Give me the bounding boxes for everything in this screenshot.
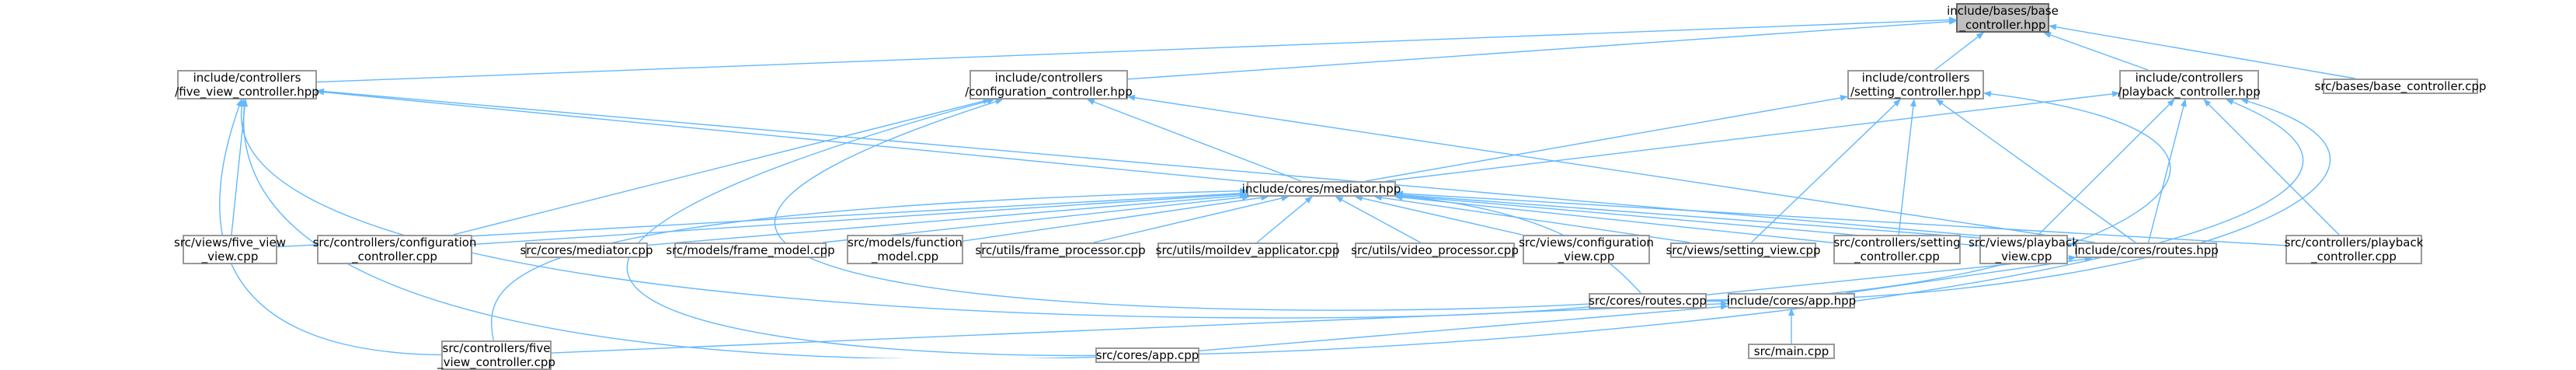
node-label: src/cores/routes.cpp	[1589, 294, 1707, 308]
node-moildev-applicator-cpp[interactable]: src/utils/moildev_applicator.cpp	[1155, 243, 1340, 258]
edge-function_model_cpp-to-mediator_hpp	[963, 194, 1269, 242]
edge-setting_controller_cpp-to-setting_controller_hpp	[1898, 99, 1916, 236]
edge-playback_controller_cpp-to-playback_controller_hpp	[2203, 99, 2340, 236]
node-setting-view-cpp[interactable]: src/views/setting_view.cpp	[1666, 243, 1821, 258]
edge-moildev_applicator_cpp-to-mediator_hpp	[1256, 196, 1313, 243]
edge-setting_view_cpp-to-setting_controller_hpp	[1750, 99, 1901, 243]
edge-playback_view_cpp-to-playback_controller_hpp	[2038, 99, 2175, 236]
node-main-cpp[interactable]: src/main.cpp	[1748, 344, 1835, 359]
edge-configuration_controller_cpp-to-configuration_controller_hpp	[453, 98, 991, 236]
node-label: include/bases/base _controller.hpp	[1947, 4, 2059, 32]
node-base-controller-hpp[interactable]: include/bases/base _controller.hpp	[1947, 3, 2059, 33]
edge-configuration_controller_cpp-to-mediator_hpp	[472, 190, 1248, 246]
node-label: include/cores/mediator.hpp	[1241, 182, 1401, 196]
node-label: include/cores/app.hpp	[1726, 294, 1857, 308]
node-label: src/controllers/playback _controller.cpp	[2284, 236, 2424, 264]
edge-five_view_controller_cpp-to-app_hpp	[551, 300, 1728, 354]
edge-base_controller_cpp-to-base_controller_hpp	[2049, 23, 2355, 79]
node-five-view-controller-hpp[interactable]: include/controllers /five_view_controlle…	[175, 70, 319, 99]
edge-configuration_controller_hpp-to-base_controller_hpp	[1127, 18, 1957, 80]
node-frame-model-cpp[interactable]: src/models/frame_model.cpp	[666, 243, 835, 258]
edge-video_processor_cpp-to-mediator_hpp	[1335, 196, 1421, 243]
node-label: include/controllers /five_view_controlle…	[175, 71, 319, 99]
dependency-edges	[219, 16, 2355, 358]
node-label: src/models/frame_model.cpp	[666, 243, 835, 257]
edge-playback_controller_hpp-to-base_controller_hpp	[2043, 32, 2149, 71]
node-configuration-controller-hpp[interactable]: include/controllers /configuration_contr…	[965, 70, 1133, 99]
node-label: src/views/playback _view.cpp	[1969, 236, 2079, 264]
node-app-cpp[interactable]: src/cores/app.cpp	[1095, 347, 1199, 363]
node-mediator-cpp[interactable]: src/cores/mediator.cpp	[520, 243, 653, 258]
edge-setting_controller_cpp-to-mediator_hpp	[1394, 194, 1834, 244]
node-five-view-controller-cpp[interactable]: src/controllers/five _view_controller.cp…	[437, 340, 555, 370]
edge-routes_cpp-to-setting_controller_hpp	[1706, 90, 2171, 301]
edge-mediator_hpp-to-configuration_controller_hpp	[1086, 99, 1302, 182]
node-label: src/main.cpp	[1753, 344, 1829, 358]
edge-app_cpp-to-five_view_controller_hpp	[241, 99, 1096, 358]
node-playback-view-cpp[interactable]: src/views/playback _view.cpp	[1969, 235, 2079, 264]
edge-playback_controller_cpp-to-mediator_hpp	[1395, 190, 2286, 246]
edge-routes_hpp-to-five_view_controller_hpp	[316, 88, 2076, 245]
edge-routes_hpp-to-mediator_hpp	[1395, 191, 2076, 246]
node-playback-controller-cpp[interactable]: src/controllers/playback _controller.cpp	[2284, 235, 2424, 264]
node-label: src/utils/moildev_applicator.cpp	[1155, 243, 1340, 257]
edge-routes_hpp-to-playback_controller_hpp	[2147, 99, 2187, 243]
node-base-controller-cpp[interactable]: src/bases/base_controller.cpp	[2314, 79, 2487, 94]
node-setting-controller-hpp[interactable]: include/controllers /setting_controller.…	[1847, 70, 1984, 99]
node-label: src/cores/mediator.cpp	[520, 243, 653, 257]
node-routes-cpp[interactable]: src/cores/routes.cpp	[1589, 293, 1707, 309]
node-label: include/controllers /setting_controller.…	[1850, 71, 1982, 99]
edge-setting_controller_hpp-to-base_controller_hpp	[1934, 32, 1985, 71]
node-label: src/models/function _model.cpp	[848, 236, 963, 264]
edge-five_view_controller_cpp-to-mediator_hpp	[490, 187, 1248, 341]
node-label: src/views/five_view _view.cpp	[174, 236, 286, 264]
edge-app_cpp-to-app_hpp	[1199, 303, 1728, 352]
node-five-view-cpp[interactable]: src/views/five_view _view.cpp	[174, 235, 286, 264]
node-label: src/cores/app.cpp	[1095, 348, 1199, 362]
node-label: include/cores/routes.hpp	[2074, 243, 2219, 257]
node-configuration-view-cpp[interactable]: src/views/configuration _view.cpp	[1519, 235, 1654, 264]
edge-app_cpp-to-playback_controller_hpp	[1199, 99, 2303, 355]
node-app-hpp[interactable]: include/cores/app.hpp	[1726, 293, 1857, 309]
edge-mediator_cpp-to-mediator_hpp	[647, 192, 1248, 246]
node-label: src/controllers/setting _controller.cpp	[1833, 236, 1961, 264]
node-video-processor-cpp[interactable]: src/utils/video_processor.cpp	[1351, 243, 1519, 258]
edge-five_view_controller_cpp-to-five_view_controller_hpp	[219, 99, 442, 356]
edge-mediator_hpp-to-five_view_controller_hpp	[316, 89, 1248, 183]
edge-frame_processor_cpp-to-mediator_hpp	[1093, 195, 1290, 243]
node-playback-controller-hpp[interactable]: include/controllers /playback_controller…	[2118, 70, 2261, 99]
node-function-model-cpp[interactable]: src/models/function _model.cpp	[847, 235, 963, 264]
edge-routes_hpp-to-configuration_controller_hpp	[1127, 94, 2095, 243]
edge-routes_cpp-to-playback_controller_hpp	[1706, 98, 2331, 302]
node-frame-processor-cpp[interactable]: src/utils/frame_processor.cpp	[975, 243, 1146, 258]
node-setting-controller-cpp[interactable]: src/controllers/setting _controller.cpp	[1833, 235, 1961, 264]
edge-app_cpp-to-configuration_controller_hpp	[626, 98, 1096, 357]
edge-configuration_view_cpp-to-mediator_hpp	[1354, 195, 1523, 236]
edge-mediator_hpp-to-setting_controller_hpp	[1365, 95, 1848, 182]
edge-mediator_hpp-to-playback_controller_hpp	[1386, 90, 2120, 182]
node-label: src/bases/base_controller.cpp	[2314, 79, 2487, 93]
node-label: src/utils/frame_processor.cpp	[975, 243, 1146, 257]
node-label: src/utils/video_processor.cpp	[1351, 243, 1519, 257]
node-label: include/controllers /playback_controller…	[2118, 71, 2261, 99]
node-label: src/controllers/five _view_controller.cp…	[437, 341, 555, 369]
node-label: src/controllers/configuration _controlle…	[312, 236, 477, 264]
node-label: src/views/configuration _view.cpp	[1519, 236, 1654, 264]
edge-five_view_controller_hpp-to-base_controller_hpp	[316, 16, 1957, 83]
node-configuration-controller-cpp[interactable]: src/controllers/configuration _controlle…	[313, 235, 476, 264]
node-label: src/views/setting_view.cpp	[1666, 243, 1821, 257]
node-mediator-hpp[interactable]: include/cores/mediator.hpp	[1242, 181, 1401, 197]
edge-routes_cpp-to-configuration_controller_hpp	[774, 98, 1589, 311]
node-routes-hpp[interactable]: include/cores/routes.hpp	[2074, 243, 2219, 258]
edge-routes_hpp-to-setting_controller_hpp	[1935, 99, 2136, 243]
node-label: include/controllers /configuration_contr…	[965, 71, 1133, 99]
